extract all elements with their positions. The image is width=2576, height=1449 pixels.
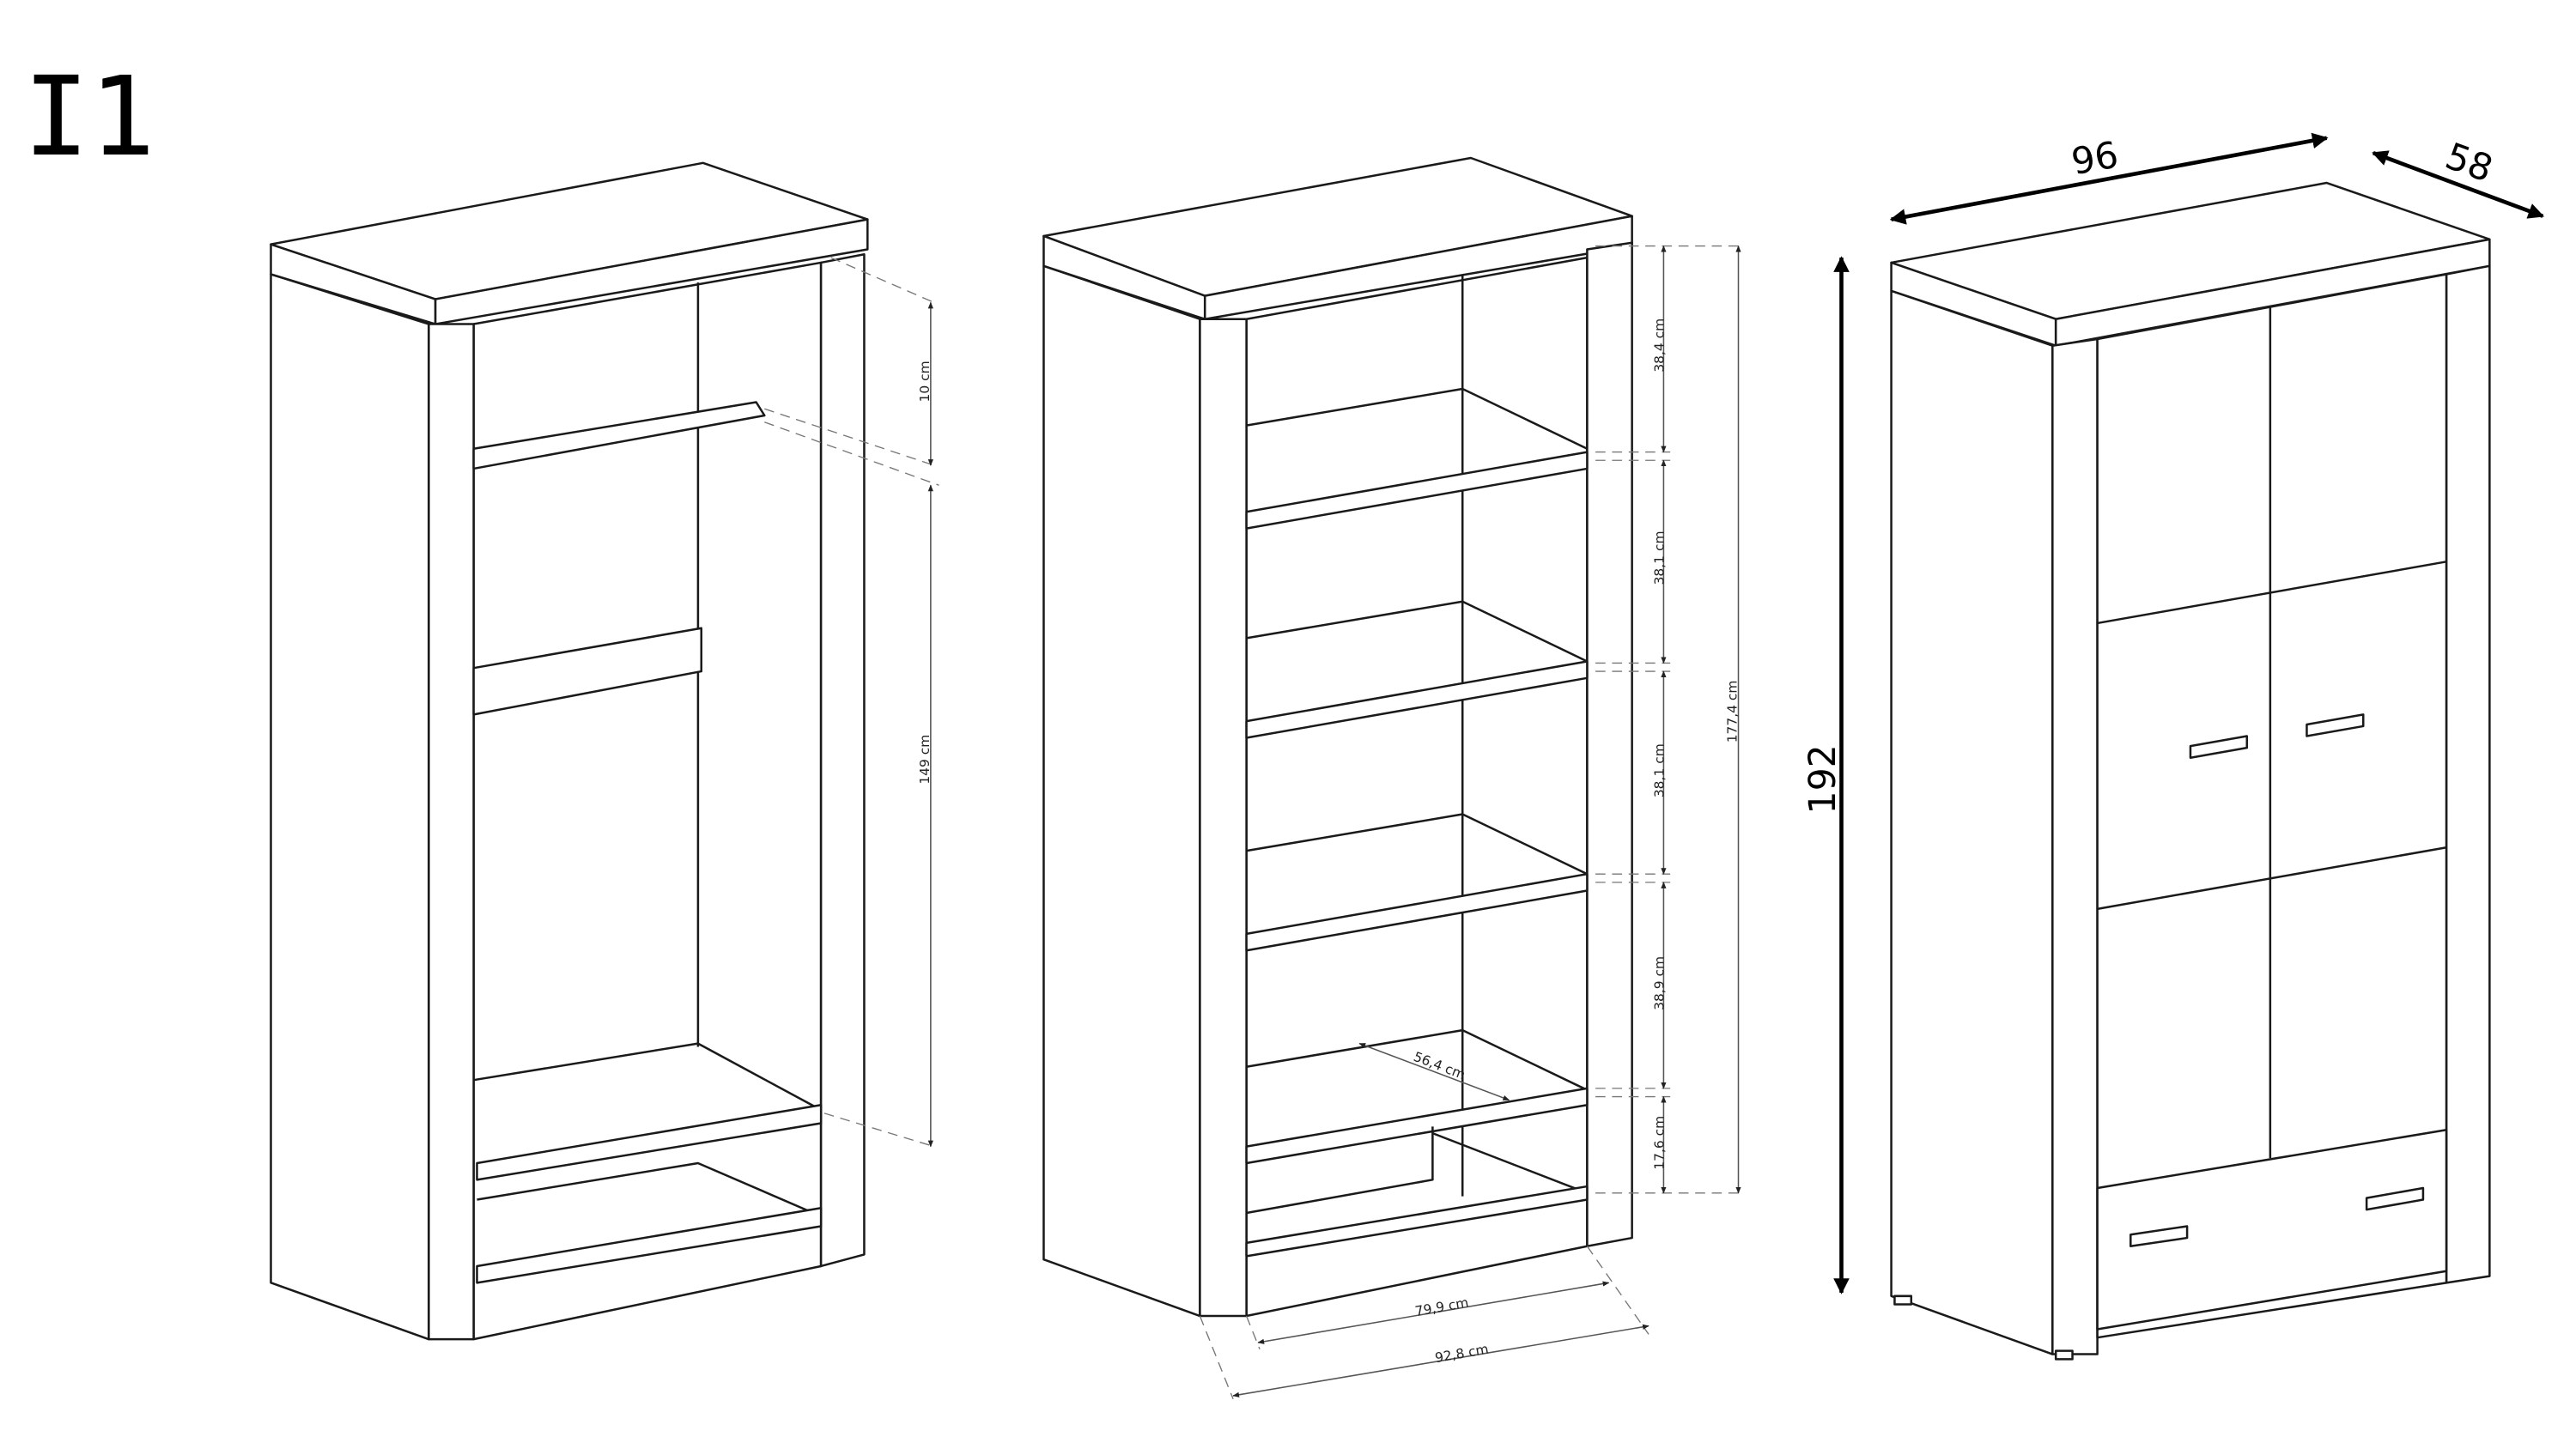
shelf-height-label-1: 38,4 cm: [1651, 318, 1667, 373]
rail-clearance-label: 10 cm: [917, 361, 933, 402]
front: [2096, 273, 2448, 1339]
shelf-height-label-3: 38,1 cm: [1651, 743, 1667, 797]
drawer-front: [2096, 1129, 2448, 1331]
shelf-height-label-2: 38,1 cm: [1651, 530, 1667, 585]
shelf: [1245, 660, 1589, 739]
door-panel-line: [2097, 561, 2447, 625]
front-left-post: [2051, 337, 2099, 1355]
side-panel: [1890, 289, 2054, 1355]
inner-width-label: 79,9 cm: [1414, 1294, 1470, 1319]
closed-cabinet-view: 96 58 192: [1801, 132, 2545, 1361]
outer-width-label: 92,8 cm: [1434, 1342, 1490, 1367]
door-handle-right: [2306, 713, 2365, 737]
hanging-rail: [472, 401, 766, 470]
foot: [2054, 1349, 2074, 1361]
shelf-height-label-4: 38,9 cm: [1651, 956, 1667, 1010]
total-inner-height-label: 177,4 cm: [1725, 681, 1741, 743]
shelves: [1245, 387, 1589, 1258]
foot: [1893, 1294, 1913, 1306]
shelf: [1245, 1087, 1589, 1165]
bottom-panel: [1245, 1185, 1589, 1258]
side-panel: [1042, 264, 1201, 1318]
drawing-title: I1: [23, 53, 155, 181]
front-right-post: [2445, 264, 2491, 1284]
width-arrow: [1889, 132, 2329, 225]
shelf-height-label-5: 17,6 cm: [1651, 1116, 1667, 1170]
bottom-shelf: [476, 1103, 823, 1181]
drawer-handle-left: [2129, 1225, 2189, 1247]
depth-arrow: [2372, 150, 2545, 219]
front-right-post: [819, 253, 866, 1268]
shelf: [1245, 872, 1589, 952]
door-handle-left: [2189, 735, 2249, 759]
height-dimension-lines: [1595, 245, 1746, 1194]
drawer-handle-right: [2365, 1186, 2425, 1211]
shelf: [1245, 451, 1589, 530]
divider-band: [472, 627, 703, 716]
door-panel-line: [2097, 846, 2447, 911]
front-left-post: [1199, 318, 1248, 1318]
front-left-post: [428, 323, 475, 1341]
front-right-post: [1586, 241, 1633, 1247]
wardrobe-open-view: 10 cm 149 cm: [270, 161, 939, 1341]
hanging-height-label: 149 cm: [917, 735, 933, 785]
height-label: 192: [1801, 744, 1844, 814]
width-label: 96: [2069, 134, 2122, 185]
side-panel: [270, 273, 430, 1341]
plinth: [476, 1206, 823, 1284]
shelving-open-view: 38,4 cm 38,1 cm 38,1 cm 38,9 cm 17,6 cm …: [1042, 156, 1746, 1400]
